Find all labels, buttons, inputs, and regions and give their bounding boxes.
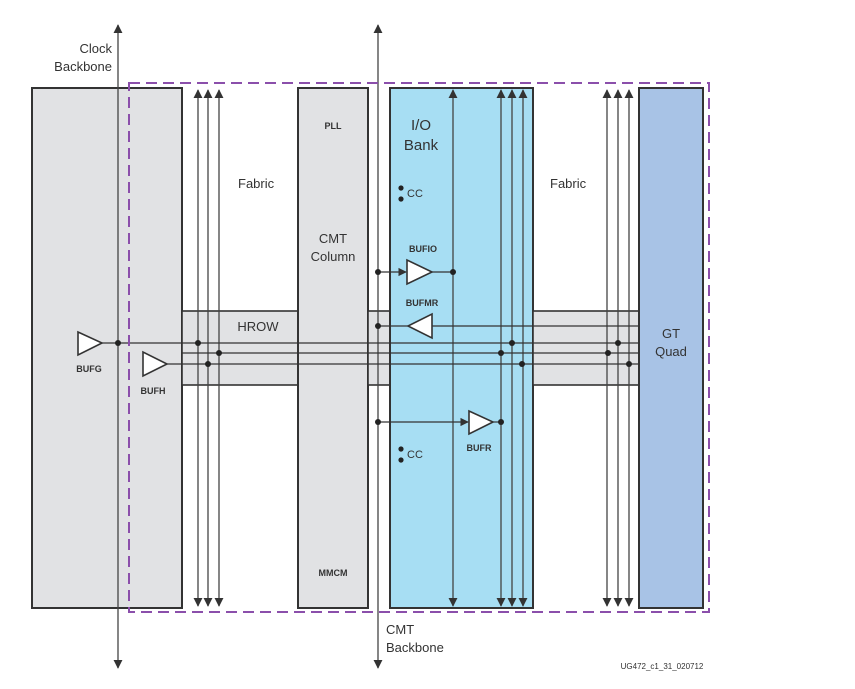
hrow-band-right (532, 310, 640, 386)
cc-pin-dot (398, 196, 404, 202)
cc-pin-dot (398, 185, 404, 191)
fabric-right-label: Fabric (550, 176, 587, 191)
gt-quad-label: GT (662, 326, 680, 341)
cmt-column (297, 87, 369, 609)
junction-dot (519, 361, 525, 367)
junction-dot (195, 340, 201, 346)
junction-dot (450, 269, 456, 275)
bufmr-label: BUFMR (406, 298, 439, 308)
clock-backbone-label: Clock (79, 41, 112, 56)
figure-id-label: UG472_c1_31_020712 (621, 662, 704, 671)
junction-dot (205, 361, 211, 367)
junction-dot (115, 340, 121, 346)
fabric-left-label: Fabric (238, 176, 275, 191)
junction-dot (375, 269, 381, 275)
cmt-backbone-label: Backbone (386, 640, 444, 655)
junction-dot (509, 340, 515, 346)
cc-label: CC (407, 188, 423, 200)
junction-dot (375, 323, 381, 329)
bufmr-buffer-icon (406, 312, 433, 340)
clock-region-boundary (128, 82, 710, 613)
cmt-backbone-label: CMT (386, 622, 414, 637)
junction-dot (615, 340, 621, 346)
bufr-buffer-icon (468, 409, 495, 436)
bufio-buffer-icon (406, 258, 434, 286)
junction-dot (626, 361, 632, 367)
bufh-buffer-icon (142, 350, 169, 378)
io-bank-label: I/O (411, 117, 431, 134)
clock-backbone-label: Backbone (54, 59, 112, 74)
junction-dot (216, 350, 222, 356)
cc-pin-dot (398, 457, 404, 463)
pll-label: PLL (325, 121, 343, 131)
bufh-label: BUFH (141, 386, 166, 396)
junction-dot (375, 419, 381, 425)
cc-label: CC (407, 449, 423, 461)
mmcm-label: MMCM (319, 568, 348, 578)
cmt-column-label: CMT (319, 231, 347, 246)
cmt-column-label: Column (311, 249, 356, 264)
junction-dot (605, 350, 611, 356)
bufr-label: BUFR (467, 443, 492, 453)
bufio-label: BUFIO (409, 244, 437, 254)
io-bank-label: Bank (404, 137, 439, 154)
bufg-label: BUFG (76, 364, 102, 374)
gt-quad-label: Quad (655, 344, 687, 359)
bufg-buffer-icon (77, 330, 104, 357)
hrow-band-middle (367, 310, 391, 386)
junction-dot (498, 419, 504, 425)
gt-quad (638, 87, 704, 609)
junction-dot (498, 350, 504, 356)
left-clock-column (31, 87, 183, 609)
cc-pin-dot (398, 446, 404, 452)
hrow-label: HROW (237, 319, 279, 334)
